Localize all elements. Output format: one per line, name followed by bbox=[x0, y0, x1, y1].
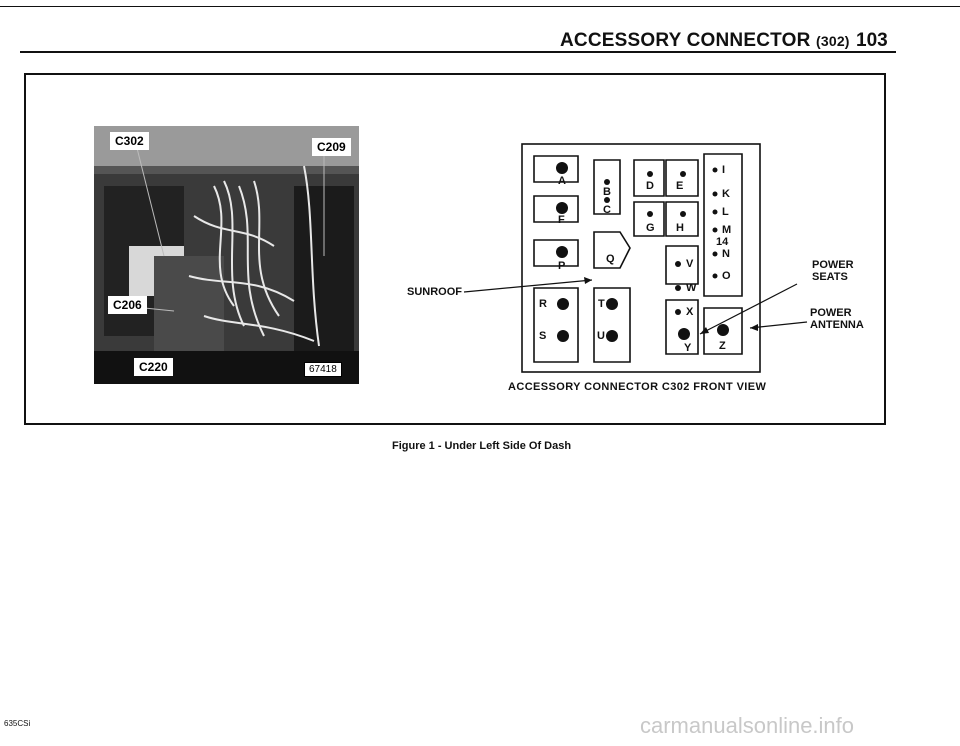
cavity-p bbox=[533, 239, 579, 267]
pin-w: W bbox=[686, 282, 697, 294]
cavity-h bbox=[665, 201, 699, 237]
pin-e: E bbox=[676, 180, 684, 192]
pin-x: X bbox=[686, 306, 694, 318]
dash-photo: C302 C209 C206 C220 67418 bbox=[94, 126, 359, 384]
page-title-text: ACCESSORY CONNECTOR bbox=[560, 30, 811, 51]
page-number: 103 bbox=[856, 30, 888, 51]
sunroof-leader bbox=[463, 279, 593, 293]
connector-outline bbox=[521, 143, 761, 373]
cavity-g bbox=[633, 201, 665, 237]
callout-c302: C302 bbox=[110, 132, 149, 150]
cavity-column bbox=[703, 153, 743, 297]
cavity-q bbox=[593, 231, 631, 269]
callout-c220: C220 bbox=[134, 358, 173, 376]
pin-m: M bbox=[722, 224, 732, 236]
pin-p: P bbox=[558, 260, 566, 272]
power-seats-label-2: SEATS bbox=[812, 271, 848, 283]
cavity-d bbox=[633, 159, 665, 197]
cavity-e bbox=[665, 159, 699, 197]
pin-y: Y bbox=[684, 342, 692, 354]
pin-c: C bbox=[603, 204, 611, 216]
power-antenna-label-1: POWER bbox=[810, 307, 852, 319]
pin-h: H bbox=[676, 222, 684, 234]
top-rule bbox=[0, 6, 960, 7]
pin-k: K bbox=[722, 188, 730, 200]
pin-14: 14 bbox=[716, 236, 729, 248]
footer-model: 635CSi bbox=[4, 719, 31, 728]
pin-q: Q bbox=[606, 253, 615, 265]
pin-v: V bbox=[686, 258, 694, 270]
sunroof-label: SUNROOF bbox=[407, 286, 462, 298]
power-antenna-leader bbox=[749, 321, 808, 329]
page-title-paren: (302) bbox=[815, 33, 850, 49]
pin-d: D bbox=[646, 180, 654, 192]
callout-c206: C206 bbox=[108, 296, 147, 314]
diagram-caption: ACCESSORY CONNECTOR C302 FRONT VIEW bbox=[508, 381, 767, 393]
pin-f: F bbox=[558, 214, 565, 226]
power-seats-leader bbox=[699, 283, 798, 335]
power-antenna-label-2: ANTENNA bbox=[810, 319, 864, 331]
pin-l: L bbox=[722, 206, 729, 218]
page-title: ACCESSORY CONNECTOR (302) bbox=[560, 30, 850, 52]
watermark: carmanualsonline.info bbox=[640, 713, 855, 738]
pin-s: S bbox=[539, 330, 547, 342]
power-seats-label-1: POWER bbox=[812, 259, 854, 271]
figure-frame bbox=[24, 73, 886, 425]
cavity-xy bbox=[665, 299, 699, 355]
header-rule bbox=[20, 51, 896, 53]
pin-o: O bbox=[722, 270, 731, 282]
pin-a: A bbox=[558, 175, 566, 187]
pin-i: I bbox=[722, 164, 726, 176]
cavity-z bbox=[703, 307, 743, 355]
callout-c209: C209 bbox=[312, 138, 351, 156]
pin-g: G bbox=[646, 222, 655, 234]
cavity-bc bbox=[593, 159, 621, 215]
pin-z: Z bbox=[719, 340, 726, 352]
cavity-rs bbox=[533, 287, 579, 363]
figure-caption: Figure 1 - Under Left Side Of Dash bbox=[392, 440, 572, 452]
cavity-f bbox=[533, 195, 579, 223]
photo-number: 67418 bbox=[304, 362, 342, 377]
cavity-v bbox=[665, 245, 699, 285]
pin-t: T bbox=[598, 298, 605, 310]
cavity-a bbox=[533, 155, 579, 183]
pin-r: R bbox=[539, 298, 547, 310]
cavity-tu bbox=[593, 287, 631, 363]
pin-n: N bbox=[722, 248, 730, 260]
pin-u: U bbox=[597, 330, 605, 342]
pin-b: B bbox=[603, 186, 611, 198]
